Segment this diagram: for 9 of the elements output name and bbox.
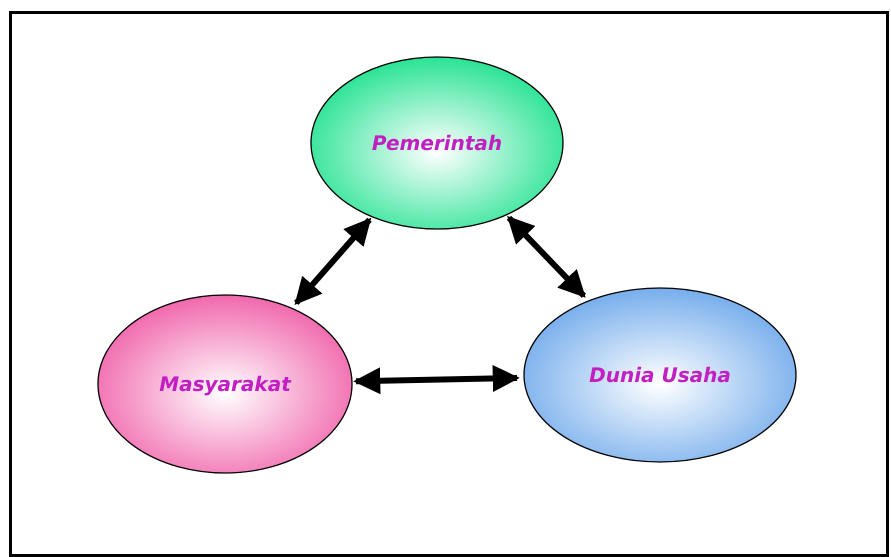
double-arrow [353,364,520,394]
ellipse-node [523,287,797,463]
ellipse-node [97,294,353,474]
node-label: Pemerintah [372,131,502,155]
double-arrow [506,216,586,298]
ellipse-node [310,56,564,230]
node-label: Dunia Usaha [589,363,731,387]
double-arrow [294,218,372,305]
node-label: Masyarakat [159,372,291,396]
